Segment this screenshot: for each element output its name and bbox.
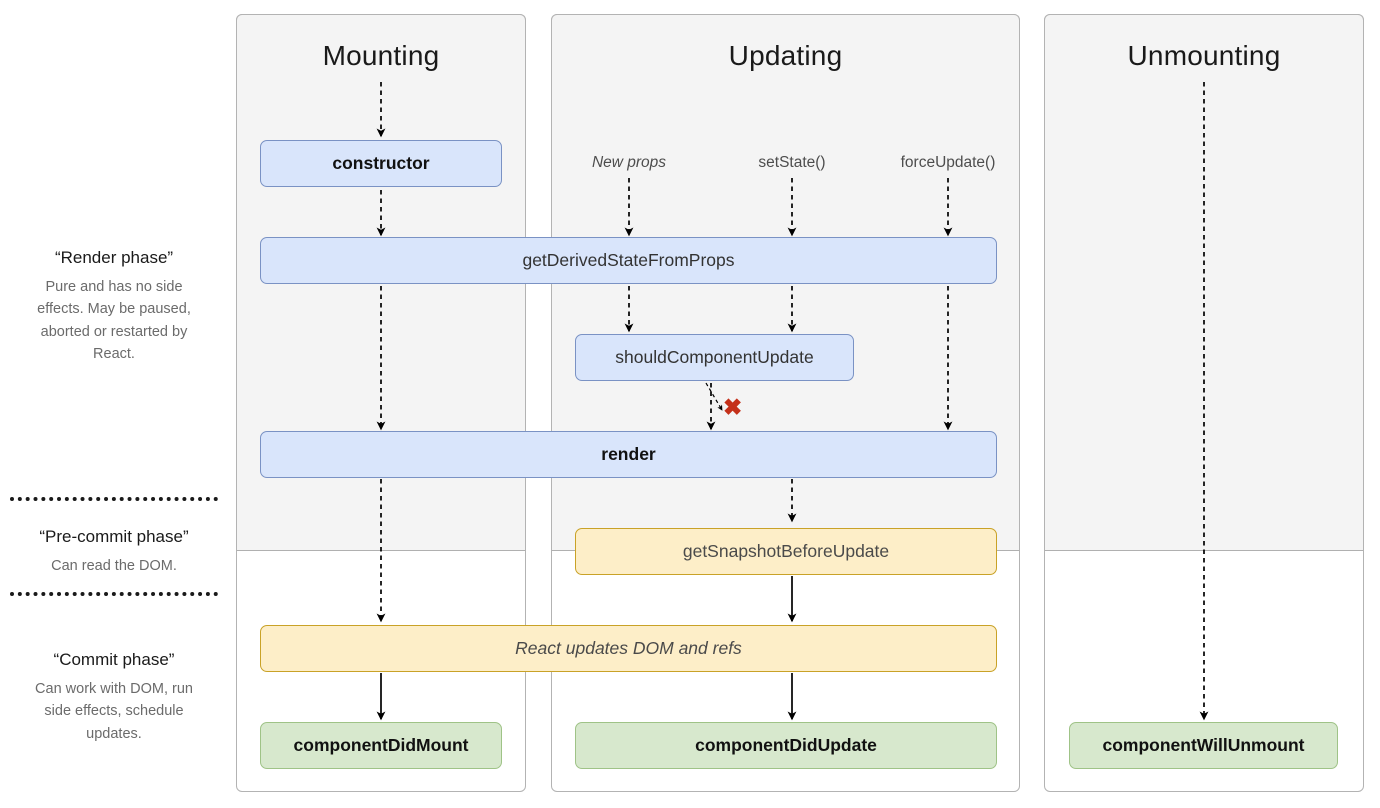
node-component-will-unmount[interactable]: componentWillUnmount bbox=[1069, 722, 1338, 769]
phase-render-title: “Render phase” bbox=[54, 248, 174, 267]
column-title-unmounting: Unmounting bbox=[1127, 40, 1281, 71]
trigger-label-new-props: New props bbox=[591, 154, 667, 171]
panel-unmounting-render-shade bbox=[1044, 14, 1364, 551]
node-react-updates-dom-and-refs[interactable]: React updates DOM and refs bbox=[260, 625, 997, 672]
node-component-did-mount[interactable]: componentDidMount bbox=[260, 722, 502, 769]
bail-out-x-icon: ✖ bbox=[723, 394, 743, 420]
column-title-updating: Updating bbox=[728, 40, 843, 71]
node-constructor[interactable]: constructor bbox=[260, 140, 502, 187]
trigger-label-force-update: forceUpdate() bbox=[900, 154, 996, 171]
phase-render-description: Pure and has no side effects. May be pau… bbox=[37, 279, 191, 363]
phase-commit: “Commit phase” Can work with DOM, run si… bbox=[0, 650, 228, 745]
phase-pre-commit-description: Can read the DOM. bbox=[51, 558, 177, 574]
divider-pre-commit-top bbox=[10, 497, 218, 501]
phase-render: “Render phase” Pure and has no side effe… bbox=[0, 248, 228, 366]
phase-commit-description: Can work with DOM, run side effects, sch… bbox=[35, 681, 193, 742]
column-title-mounting: Mounting bbox=[322, 40, 440, 71]
phase-pre-commit: “Pre-commit phase” Can read the DOM. bbox=[0, 527, 228, 577]
node-render[interactable]: render bbox=[260, 431, 997, 478]
divider-pre-commit-bottom bbox=[10, 592, 218, 596]
trigger-label-set-state: setState() bbox=[758, 154, 826, 171]
node-get-derived-state-from-props[interactable]: getDerivedStateFromProps bbox=[260, 237, 997, 284]
node-get-snapshot-before-update[interactable]: getSnapshotBeforeUpdate bbox=[575, 528, 997, 575]
phase-commit-title: “Commit phase” bbox=[53, 650, 175, 669]
node-should-component-update[interactable]: shouldComponentUpdate bbox=[575, 334, 854, 381]
node-component-did-update[interactable]: componentDidUpdate bbox=[575, 722, 997, 769]
phase-pre-commit-title: “Pre-commit phase” bbox=[39, 527, 189, 546]
